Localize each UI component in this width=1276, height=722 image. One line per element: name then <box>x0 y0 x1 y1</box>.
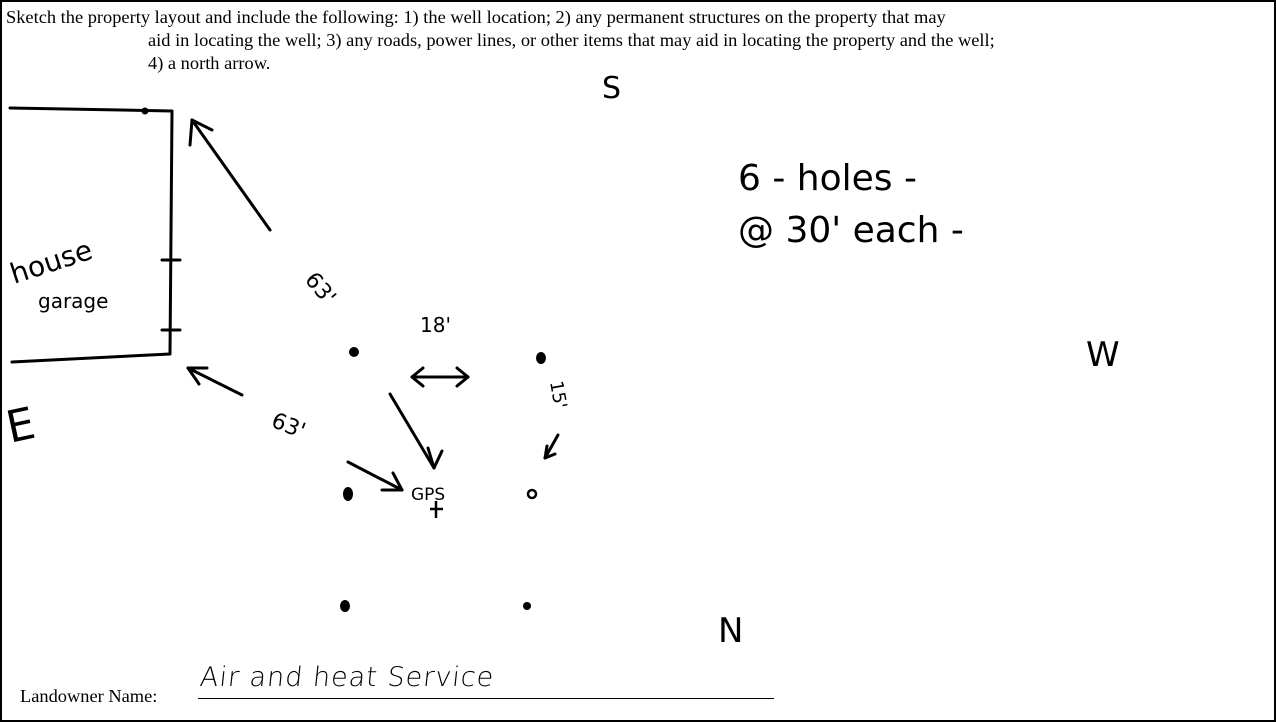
instructions-line-2: aid in locating the well; 3) any roads, … <box>148 30 995 50</box>
measurement-house-top: 63' <box>299 268 340 310</box>
hole <box>523 602 531 610</box>
compass-east: E <box>2 398 40 454</box>
landowner-name-field[interactable]: Air and heat Service <box>198 662 496 693</box>
house-label: house <box>6 233 97 290</box>
hole <box>340 600 350 612</box>
instructions-line-1: Sketch the property layout and include t… <box>6 7 946 27</box>
measurement-house-bottom: 63' <box>268 408 309 444</box>
arrow-to-gps-top <box>388 392 436 470</box>
hole <box>526 488 538 500</box>
measurement-hole-spacing: 18' <box>420 313 451 337</box>
gps-marker <box>430 501 443 518</box>
arrow-to-gps-left <box>346 460 404 492</box>
house-outline <box>8 106 174 364</box>
arrow-to-house-top <box>190 118 272 232</box>
landowner-underline <box>198 698 774 699</box>
compass-north: N <box>718 611 743 651</box>
landowner-label: Landowner Name: <box>20 686 158 706</box>
note-holes: 6 - holes - <box>738 158 917 199</box>
hole <box>536 352 546 364</box>
garage-label: garage <box>38 289 108 313</box>
hole <box>349 347 359 357</box>
instructions-line-3: 4) a north arrow. <box>148 53 271 73</box>
measurement-side-spacing: 15' <box>545 379 571 410</box>
arrow-side <box>543 433 560 460</box>
hole <box>343 487 353 501</box>
compass-west: W <box>1086 335 1120 375</box>
gps-label: GPS <box>411 485 445 505</box>
instructions-text: Sketch the property layout and include t… <box>6 6 1266 75</box>
note-depth: @ 30' each - <box>738 210 964 251</box>
compass-south: S <box>602 71 621 106</box>
holes <box>340 347 546 612</box>
arrow-to-house-bottom <box>186 366 244 397</box>
